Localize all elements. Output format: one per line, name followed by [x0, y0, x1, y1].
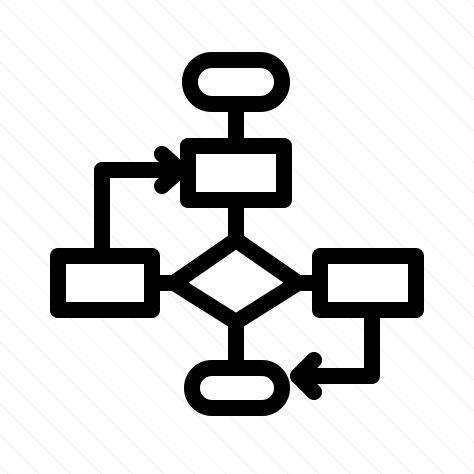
arrowhead-right-icon [290, 352, 322, 400]
start-terminal-shape [182, 52, 290, 112]
end-terminal-shape [184, 360, 290, 416]
process-box-right [312, 248, 424, 318]
loop-arrow-right [290, 304, 380, 384]
process-box-top [180, 138, 292, 208]
decision-diamond [166, 232, 306, 330]
loop-arrow-left [94, 162, 188, 262]
process-box-left [50, 248, 160, 318]
